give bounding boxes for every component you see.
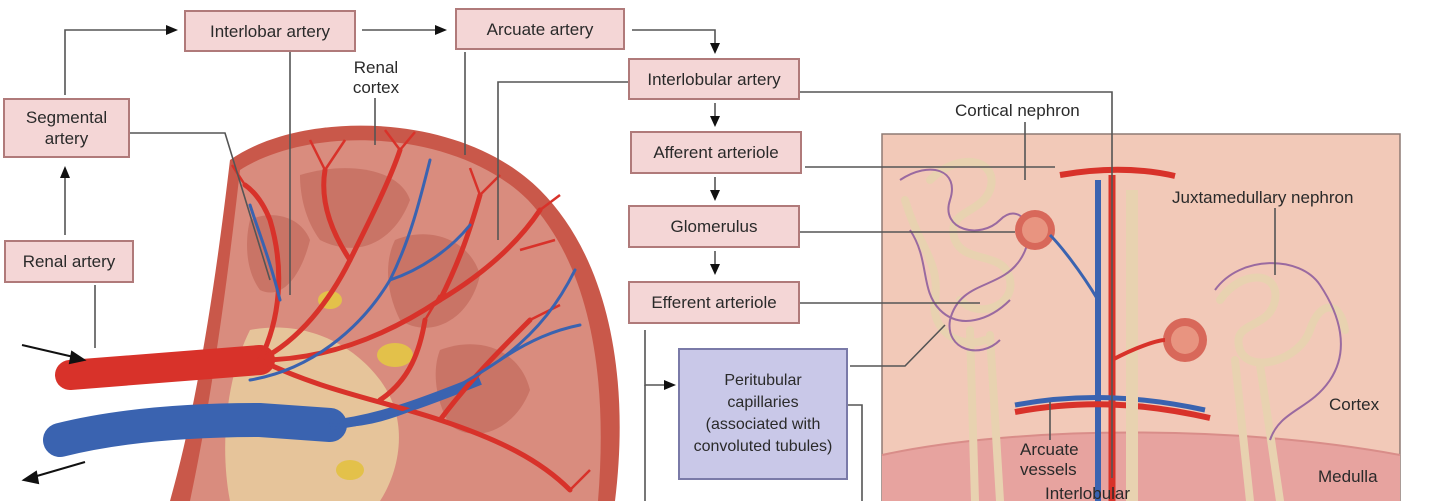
- afferent-arteriole-box: Afferent arteriole: [630, 131, 802, 174]
- arcuate-artery-box: Arcuate artery: [455, 8, 625, 50]
- segmental-artery-box: Segmental artery: [3, 98, 130, 158]
- nephron-detail-panel: [881, 133, 1401, 501]
- efferent-arteriole-label: Efferent arteriole: [651, 293, 777, 312]
- cortex-label: Cortex: [1329, 395, 1380, 414]
- cortical-nephron-label: Cortical nephron: [955, 101, 1080, 120]
- medulla-label: Medulla: [1318, 467, 1378, 486]
- glomerulus-label: Glomerulus: [670, 217, 758, 236]
- leader-lines: [64, 29, 1276, 501]
- peritubular-capillaries-label: Peritubular capillaries (associated with…: [693, 372, 833, 455]
- interlobular-artery-box: Interlobular artery: [628, 58, 800, 100]
- interlobar-artery-box: Interlobar artery: [184, 10, 356, 52]
- kidney-illustration: [43, 125, 620, 501]
- interlobar-artery-label: Interlobar artery: [210, 21, 330, 41]
- interlobular-artery-label: Interlobular artery: [647, 69, 781, 89]
- segmental-artery-label: Segmental artery: [25, 108, 108, 148]
- afferent-arteriole-label: Afferent arteriole: [653, 143, 779, 162]
- renal-artery-box: Renal artery: [4, 240, 134, 283]
- glomerulus-box: Glomerulus: [628, 205, 800, 248]
- hilum-arrows: [21, 344, 87, 485]
- arcuate-vessels-label: Arcuate vessels: [1020, 440, 1079, 479]
- renal-artery-label: Renal artery: [22, 252, 116, 271]
- renal-cortex-label: Renal cortex: [352, 58, 400, 97]
- juxtamedullary-nephron-label: Juxtamedullary nephron: [1172, 188, 1354, 207]
- arcuate-artery-label: Arcuate artery: [486, 19, 594, 39]
- efferent-arteriole-box: Efferent arteriole: [628, 281, 800, 324]
- interlobular-cut-label: Interlobular: [1045, 484, 1131, 503]
- flow-arrowheads: [60, 25, 720, 390]
- peritubular-capillaries-box: Peritubular capillaries (associated with…: [678, 348, 848, 480]
